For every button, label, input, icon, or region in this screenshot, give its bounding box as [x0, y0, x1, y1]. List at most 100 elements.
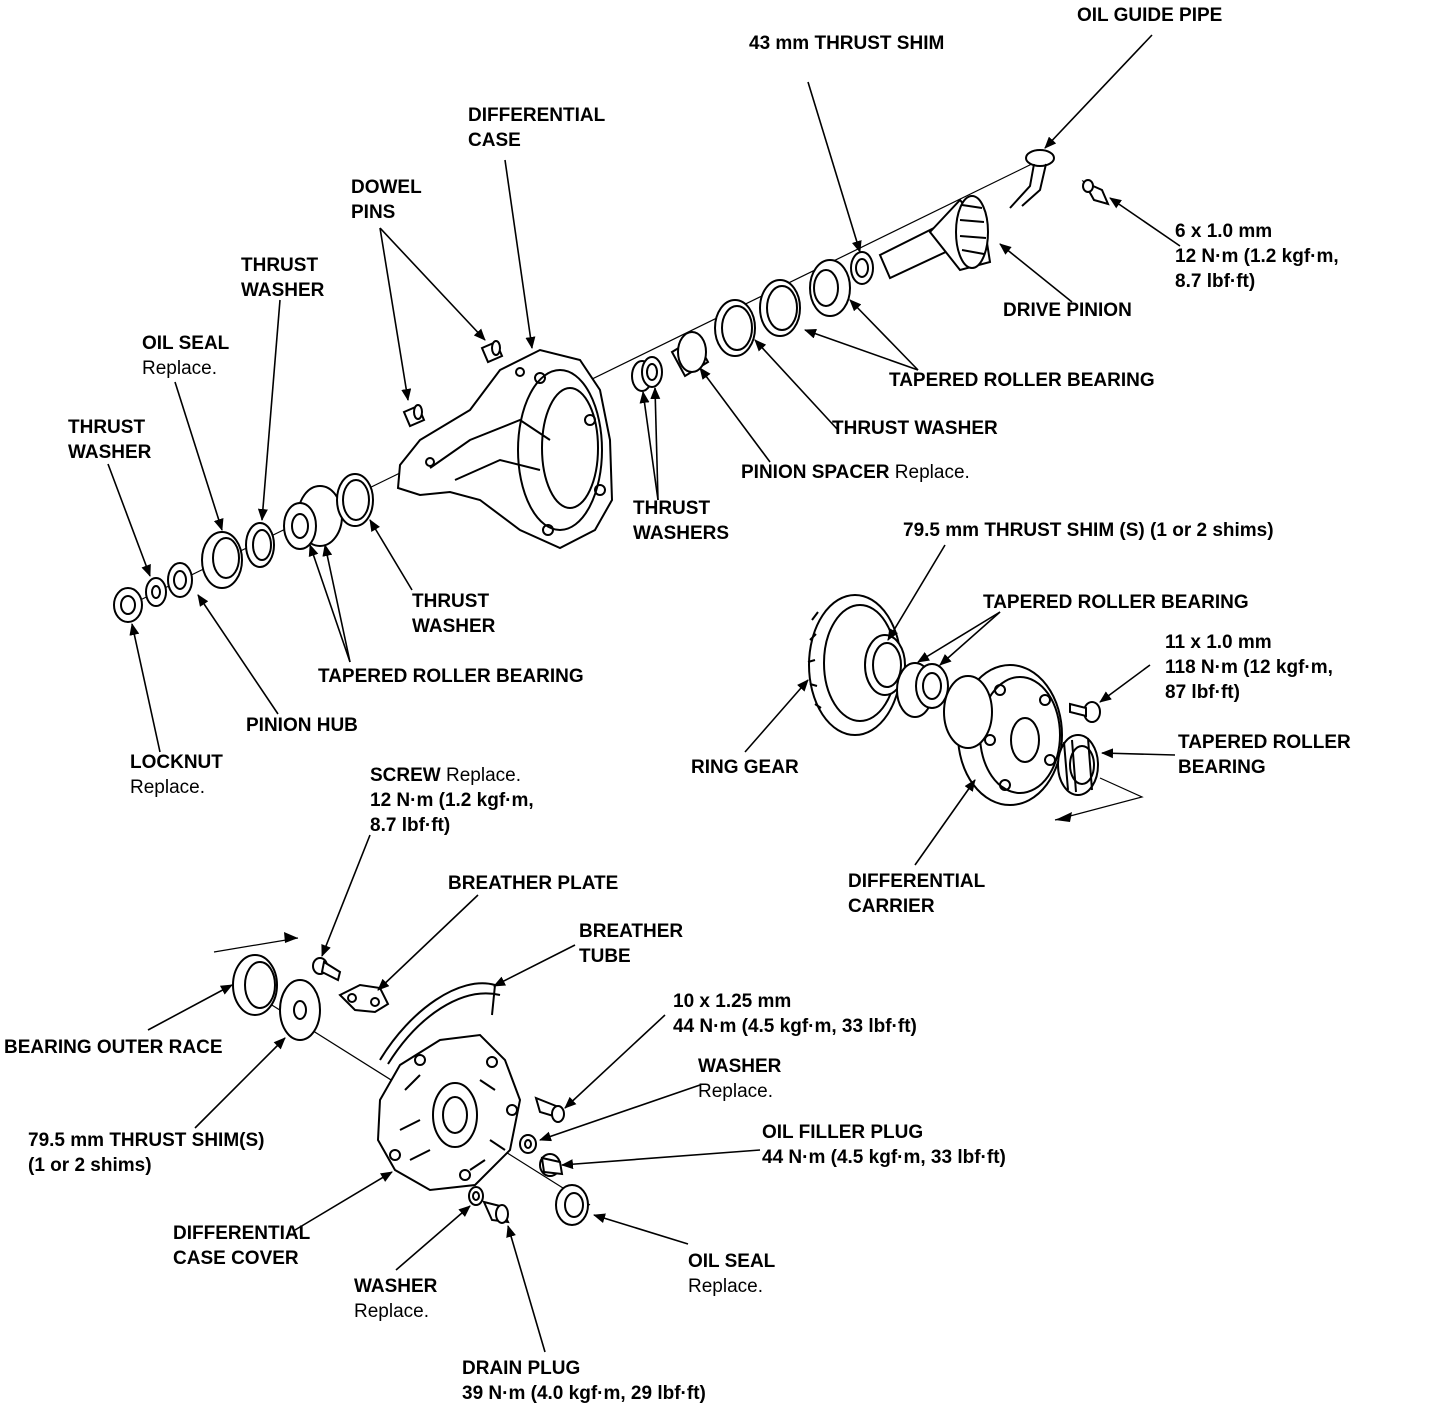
- thrust-shim-s-part: [864, 634, 906, 696]
- label-bolt-6-3: 8.7 lbf·ft): [1175, 271, 1255, 292]
- leader-lines: [107, 34, 1181, 1353]
- label-thrust-washer-b-2: WASHER: [68, 442, 152, 463]
- label-ring-gear: RING GEAR: [691, 757, 799, 778]
- label-washer-b: WASHER: [354, 1276, 438, 1297]
- label-thrust-washer-a-1: THRUST: [241, 255, 318, 276]
- label-thrust-washer-d-1: THRUST: [412, 591, 489, 612]
- locknut-part: [113, 587, 143, 623]
- label-differential-case-cover-2: CASE COVER: [173, 1248, 299, 1269]
- thrust-shim-lower-part: [279, 979, 321, 1041]
- screw-part: [312, 957, 342, 982]
- label-tapered-roller-bearing-c: TAPERED ROLLER BEARING: [983, 592, 1249, 613]
- label-bearing-outer-race: BEARING OUTER RACE: [4, 1037, 223, 1058]
- label-thrust-washer-a-2: WASHER: [241, 280, 325, 301]
- differential-case-cover-part: [376, 1033, 522, 1192]
- oil-guide-pipe-part: [1009, 149, 1055, 209]
- breather-tube-part: [379, 982, 501, 1065]
- label-thrust-shims-795-2: (1 or 2 shims): [28, 1155, 152, 1176]
- label-screw: SCREW Replace.: [370, 765, 521, 786]
- label-differential-carrier-1: DIFFERENTIAL: [848, 871, 986, 892]
- bolt-11mm-part: [1069, 701, 1101, 723]
- oil-seal-lower-part: [555, 1184, 589, 1226]
- tapered-roller-bearing-right-part: [759, 259, 851, 337]
- thrust-washer-ring-part: [336, 473, 374, 527]
- label-thrust-shim-795-s: 79.5 mm THRUST SHIM (S) (1 or 2 shims): [903, 520, 1274, 541]
- tapered-roller-bearing-outer-part: [1057, 734, 1099, 796]
- label-bolt-11-2: 118 N·m (12 kgf·m,: [1165, 657, 1333, 678]
- dowel-pin-lower: [402, 404, 426, 428]
- label-breather-plate: BREATHER PLATE: [448, 873, 618, 894]
- pinion-hub-part: [167, 562, 193, 598]
- breather-plate-part: [338, 983, 390, 1014]
- label-oil-seal-b-note: Replace.: [688, 1276, 763, 1297]
- label-thrust-washer-b-1: THRUST: [68, 417, 145, 438]
- label-washer-a-note: Replace.: [698, 1081, 773, 1102]
- washer-upper-part: [519, 1134, 537, 1154]
- oil-filler-plug-part: [539, 1153, 564, 1177]
- bearing-outer-race-part: [232, 954, 278, 1016]
- projection-arrow-right: [1054, 777, 1144, 821]
- tapered-roller-bearing-part: [283, 485, 343, 550]
- label-screw-torque-2: 8.7 lbf·ft): [370, 815, 450, 836]
- label-locknut: LOCKNUT: [130, 752, 223, 773]
- label-drain-plug: DRAIN PLUG: [462, 1358, 580, 1379]
- label-screw-torque-1: 12 N·m (1.2 kgf·m,: [370, 790, 534, 811]
- differential-case-part: [396, 348, 614, 550]
- drain-plug-part: [482, 1200, 510, 1224]
- label-oil-filler-plug: OIL FILLER PLUG: [762, 1122, 923, 1143]
- bolt-10mm-part: [534, 1096, 565, 1123]
- label-bolt-6-1: 6 x 1.0 mm: [1175, 221, 1272, 242]
- label-oil-filler-plug-torque: 44 N·m (4.5 kgf·m, 33 lbf·ft): [762, 1147, 1006, 1168]
- label-pinion-hub: PINION HUB: [246, 715, 358, 736]
- label-drive-pinion: DRIVE PINION: [1003, 300, 1132, 321]
- label-oil-seal-a-note: Replace.: [142, 358, 217, 379]
- label-differential-case-1: DIFFERENTIAL: [468, 105, 606, 126]
- label-locknut-note: Replace.: [130, 777, 205, 798]
- label-thrust-shims-795-1: 79.5 mm THRUST SHIM(S): [28, 1130, 264, 1151]
- label-bolt-10-1: 10 x 1.25 mm: [673, 991, 791, 1012]
- label-bolt-11-3: 87 lbf·ft): [1165, 682, 1240, 703]
- pinion-spacer-part: [670, 331, 710, 378]
- thrust-washers-part: [631, 356, 663, 392]
- label-oil-seal-a: OIL SEAL: [142, 333, 230, 354]
- thrust-washer-small-part: [145, 577, 167, 607]
- label-thrust-shim-43: 43 mm THRUST SHIM: [749, 33, 944, 54]
- thrust-washer-right-part: [714, 299, 756, 357]
- label-breather-tube-1: BREATHER: [579, 921, 683, 942]
- label-oil-guide-pipe: OIL GUIDE PIPE: [1077, 5, 1222, 26]
- washer-lower-part: [468, 1186, 484, 1206]
- thrust-shim-43-part: [850, 251, 874, 285]
- label-differential-case-2: CASE: [468, 130, 521, 151]
- label-thrust-washer-d-2: WASHER: [412, 616, 496, 637]
- thrust-washer-part: [245, 522, 275, 568]
- label-breather-tube-2: TUBE: [579, 946, 631, 967]
- label-tapered-roller-bearing-a: TAPERED ROLLER BEARING: [889, 370, 1155, 391]
- projection-arrow-left: [213, 937, 299, 953]
- label-bolt-10-2: 44 N·m (4.5 kgf·m, 33 lbf·ft): [673, 1016, 917, 1037]
- label-dowel-pins-1: DOWEL: [351, 177, 422, 198]
- label-thrust-washers-1: THRUST: [633, 498, 710, 519]
- label-bolt-11-1: 11 x 1.0 mm: [1165, 632, 1272, 653]
- label-differential-carrier-2: CARRIER: [848, 896, 935, 917]
- differential-carrier-part: [943, 664, 1063, 806]
- label-differential-case-cover-1: DIFFERENTIAL: [173, 1223, 311, 1244]
- label-tapered-roller-bearing-d-2: BEARING: [1178, 757, 1266, 778]
- bolt-6mm-part: [1081, 179, 1110, 206]
- label-oil-seal-b: OIL SEAL: [688, 1251, 776, 1272]
- label-washer-b-note: Replace.: [354, 1301, 429, 1322]
- label-bolt-6-2: 12 N·m (1.2 kgf·m,: [1175, 246, 1339, 267]
- dowel-pin-upper: [480, 340, 504, 364]
- tapered-roller-bearing-carrier-part: [896, 662, 949, 718]
- label-tapered-roller-bearing-d-1: TAPERED ROLLER: [1178, 732, 1351, 753]
- label-thrust-washer-c: THRUST WASHER: [832, 418, 998, 439]
- label-pinion-spacer: PINION SPACER Replace.: [741, 462, 970, 483]
- label-drain-plug-torque: 39 N·m (4.0 kgf·m, 29 lbf·ft): [462, 1383, 706, 1404]
- label-tapered-roller-bearing-b: TAPERED ROLLER BEARING: [318, 666, 584, 687]
- drive-pinion-part: [878, 195, 992, 280]
- label-washer-a: WASHER: [698, 1056, 782, 1077]
- label-dowel-pins-2: PINS: [351, 202, 395, 223]
- oil-seal-part: [201, 531, 243, 589]
- label-thrust-washers-2: WASHERS: [633, 523, 729, 544]
